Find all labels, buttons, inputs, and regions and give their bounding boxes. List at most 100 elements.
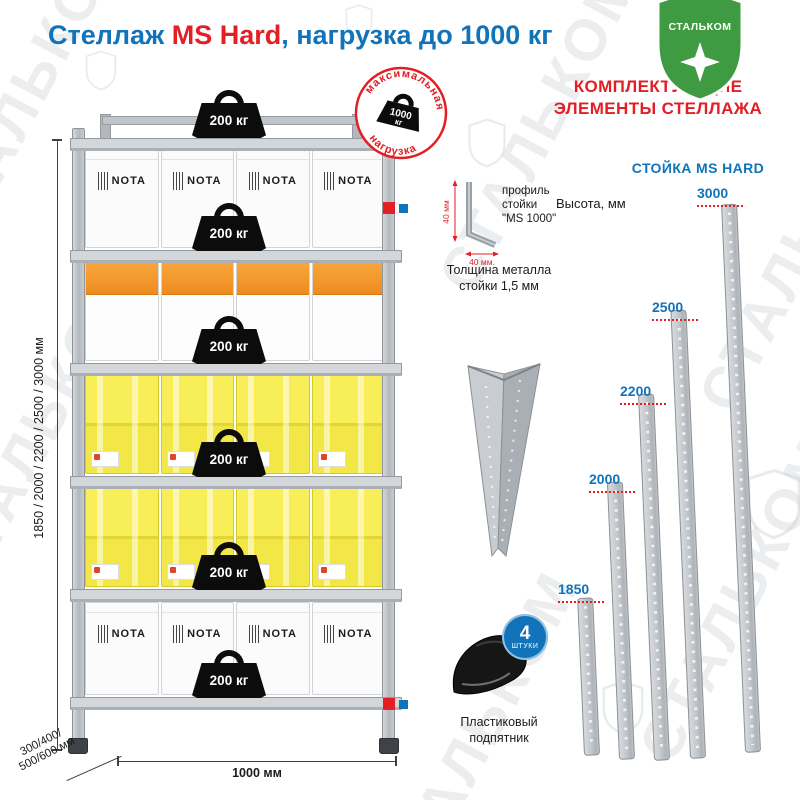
box-brand-label: NOTA: [338, 175, 373, 187]
stand-subheader: СТОЙКА MS HARD: [631, 160, 765, 176]
post-height-label-3000: 3000: [697, 186, 743, 207]
dimension-tick: [52, 139, 62, 141]
weight-200kg: 200 кг: [192, 90, 266, 138]
rack-foot: [68, 738, 88, 754]
post-2200: [638, 393, 670, 761]
shield-watermark-icon: [468, 118, 506, 168]
dotted-leader-line: [652, 317, 698, 321]
post-2500: [670, 309, 706, 759]
foot-caption-line2: подпятник: [469, 731, 529, 745]
thickness-line2: стойки 1,5 мм: [459, 279, 539, 293]
post-height-value: 2200: [620, 383, 652, 399]
box-brand-label: NOTA: [262, 175, 297, 187]
post-height-value: 2000: [589, 471, 621, 487]
profile-caption-line1: профиль: [502, 185, 550, 197]
rack-foot: [379, 738, 399, 754]
badge-weight-unit: кг: [394, 117, 404, 128]
storage-box: NOTA: [236, 149, 310, 248]
dotted-leader-line: [589, 489, 635, 493]
rack-upright-left: [72, 128, 85, 742]
rack-shelf: [70, 589, 402, 602]
marker-foot-red: [383, 698, 395, 710]
weight-200kg: 200 кг: [192, 429, 266, 477]
marker-profile-red: [383, 202, 395, 214]
dotted-leader-line: [558, 599, 604, 603]
weight-handle-icon: [214, 650, 244, 667]
shield-watermark-icon: [85, 50, 117, 91]
storage-box: NOTA: [311, 149, 385, 248]
barcode-icon: [248, 172, 259, 190]
posts-illustration: [577, 203, 761, 761]
profile-dim-horizontal: 40 мм.: [469, 257, 495, 267]
weight-value: 200 кг: [209, 226, 249, 241]
badge-weight-value: 1000: [389, 106, 414, 122]
weight-value: 200 кг: [209, 565, 249, 580]
barcode-icon: [173, 172, 184, 190]
width-dimension-line: [118, 761, 396, 762]
rack-shelf: [70, 476, 402, 489]
shelf-row-nota: NOTA NOTA NOTA NOTA: [85, 148, 385, 248]
weight-value: 200 кг: [209, 452, 249, 467]
weight-value: 200 кг: [209, 339, 249, 354]
post-height-value: 3000: [697, 185, 729, 201]
box-brand-label: NOTA: [187, 627, 222, 640]
brand-shield-icon: СТАЛЬКОМ: [656, 0, 744, 102]
dimension-tick: [52, 749, 62, 751]
barcode-icon: [324, 172, 335, 190]
barcode-icon: [97, 172, 108, 190]
post-height-label-2500: 2500: [652, 300, 698, 321]
paper-box: [85, 261, 159, 361]
thickness-note: Толщина металла стойки 1,5 мм: [438, 262, 560, 294]
weight-handle-icon: [214, 542, 244, 559]
dimension-tick: [395, 756, 397, 766]
storage-box: NOTA: [85, 601, 159, 695]
paper-pack: [311, 374, 385, 474]
rack-shelf: [70, 250, 402, 263]
weight-200kg: 200 кг: [192, 650, 266, 698]
box-brand-label: NOTA: [111, 627, 146, 640]
paper-box: [311, 261, 385, 361]
height-units-label: Высота, мм: [556, 196, 626, 211]
rack-shelf: [70, 363, 402, 376]
barcode-icon: [324, 624, 335, 643]
weight-handle-icon: [214, 429, 244, 446]
weight-handle-icon: [214, 316, 244, 333]
dotted-leader-line: [620, 401, 666, 405]
weight-value: 200 кг: [209, 113, 249, 128]
corner-post-sample: [467, 363, 541, 558]
marker-foot-blue: [399, 700, 408, 709]
profile-caption-line2: стойки: [502, 199, 538, 211]
profile-caption-line3: "MS 1000": [502, 213, 557, 225]
post-height-label-1850: 1850: [558, 582, 604, 603]
box-brand-label: NOTA: [187, 175, 222, 187]
foot-count-value: 4: [519, 622, 531, 644]
post-3000: [721, 203, 761, 753]
rack-illustration: NOTA NOTA NOTA NOTA NOTA NOTA NOTA: [68, 90, 402, 760]
post-height-value: 2500: [652, 299, 684, 315]
post-profile-diagram: 40 мм 40 мм.: [443, 180, 499, 267]
rack-upright-right: [382, 128, 395, 742]
foot-caption: Пластиковый подпятник: [440, 714, 558, 746]
weight-value: 200 кг: [209, 673, 249, 688]
post-height-label-2200: 2200: [620, 384, 666, 405]
storage-box: NOTA: [311, 601, 385, 695]
paper-pack: [85, 487, 159, 587]
weight-200kg: 200 кг: [192, 542, 266, 590]
post-height-value: 1850: [558, 581, 590, 597]
depth-dimension-label: 300/400/ 500/600 мм: [11, 724, 77, 775]
post-height-label-2000: 2000: [589, 472, 635, 493]
dotted-leader-line: [697, 203, 743, 207]
rack-shelf: [70, 697, 402, 710]
barcode-icon: [248, 624, 259, 643]
post-2000: [607, 481, 635, 760]
title-part2: , нагрузка до 1000 кг: [281, 20, 553, 50]
box-brand-label: NOTA: [111, 175, 146, 187]
barcode-icon: [173, 624, 184, 643]
width-dimension-label: 1000 мм: [232, 766, 282, 780]
page-title: Стеллаж MS Hard, нагрузка до 1000 кг: [48, 20, 553, 51]
shelf-row-orange-boxes: [85, 260, 385, 361]
marker-profile-blue: [399, 204, 408, 213]
box-brand-label: NOTA: [262, 627, 297, 640]
badge-weight-icon: [376, 100, 419, 132]
